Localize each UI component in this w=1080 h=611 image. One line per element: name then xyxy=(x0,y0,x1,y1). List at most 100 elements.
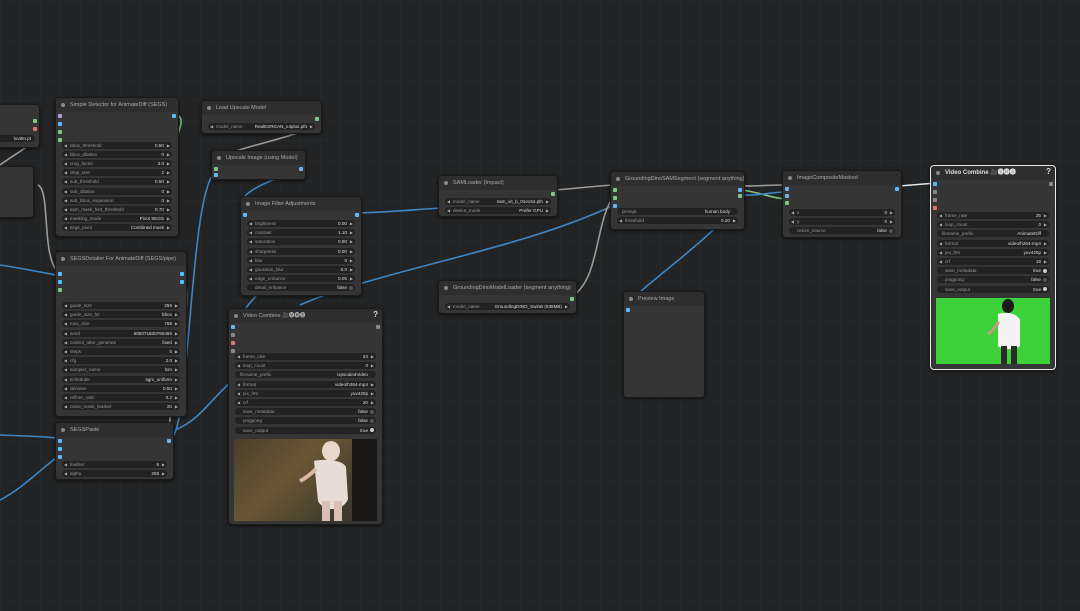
output-slot[interactable] xyxy=(180,272,184,276)
decrement-arrow-icon[interactable]: ◀ xyxy=(447,304,451,309)
output-slot[interactable] xyxy=(355,213,359,217)
decrement-arrow-icon[interactable]: ◀ xyxy=(249,230,253,236)
output-slot[interactable] xyxy=(167,439,171,443)
input-slot[interactable] xyxy=(58,130,62,134)
decrement-arrow-icon[interactable]: ◀ xyxy=(210,124,214,129)
decrement-arrow-icon[interactable]: ◀ xyxy=(64,376,68,382)
input-slot[interactable] xyxy=(231,341,235,345)
input-slot[interactable] xyxy=(613,188,617,192)
output-slot[interactable] xyxy=(1049,182,1053,186)
decrement-arrow-icon[interactable]: ◀ xyxy=(447,208,451,213)
input-slot[interactable] xyxy=(785,201,789,205)
increment-arrow-icon[interactable]: ▶ xyxy=(166,170,170,176)
grounding-dino-sam-segment-node[interactable]: GroundingDinoSAMSegment (segment anythin… xyxy=(610,171,745,230)
input-slot[interactable] xyxy=(58,122,62,126)
input-slot[interactable] xyxy=(785,187,789,191)
decrement-arrow-icon[interactable]: ◀ xyxy=(64,206,68,212)
increment-arrow-icon[interactable]: ▶ xyxy=(309,124,313,129)
decrement-arrow-icon[interactable]: ◀ xyxy=(249,221,253,226)
simple-detector-node[interactable]: Simple Detector for AnimateDiff (SEGS) b… xyxy=(55,97,179,237)
decrement-arrow-icon[interactable]: ◀ xyxy=(447,199,451,204)
toggle-knob-icon[interactable] xyxy=(370,409,374,414)
help-icon[interactable]: ? xyxy=(373,310,378,319)
decrement-arrow-icon[interactable]: ◀ xyxy=(64,170,68,176)
decrement-arrow-icon[interactable]: ◀ xyxy=(64,462,68,467)
decrement-arrow-icon[interactable]: ◀ xyxy=(64,395,68,400)
help-icon[interactable]: ? xyxy=(1046,167,1051,176)
toggle-knob-icon[interactable] xyxy=(1043,287,1047,292)
decrement-arrow-icon[interactable]: ◀ xyxy=(64,152,68,158)
increment-arrow-icon[interactable]: ▶ xyxy=(174,385,178,391)
input-slot[interactable] xyxy=(58,455,62,459)
increment-arrow-icon[interactable]: ▶ xyxy=(174,376,178,382)
increment-arrow-icon[interactable]: ▶ xyxy=(1043,249,1047,255)
increment-arrow-icon[interactable]: ▶ xyxy=(166,179,170,185)
output-slot[interactable] xyxy=(172,114,176,118)
increment-arrow-icon[interactable]: ▶ xyxy=(161,471,165,476)
decrement-arrow-icon[interactable]: ◀ xyxy=(64,339,68,345)
decrement-arrow-icon[interactable]: ◀ xyxy=(939,222,943,228)
decrement-arrow-icon[interactable]: ◀ xyxy=(939,259,943,264)
increment-arrow-icon[interactable]: ▶ xyxy=(889,219,893,224)
increment-arrow-icon[interactable]: ▶ xyxy=(1043,240,1047,246)
input-slot[interactable] xyxy=(613,204,617,208)
decrement-arrow-icon[interactable]: ◀ xyxy=(64,224,68,230)
decrement-arrow-icon[interactable]: ◀ xyxy=(64,330,68,336)
increment-arrow-icon[interactable]: ▶ xyxy=(166,143,170,148)
input-slot[interactable] xyxy=(58,114,62,118)
output-slot[interactable] xyxy=(570,297,574,301)
increment-arrow-icon[interactable]: ▶ xyxy=(166,152,170,158)
increment-arrow-icon[interactable]: ▶ xyxy=(349,239,353,245)
toggle-knob-icon[interactable] xyxy=(1043,277,1047,282)
increment-arrow-icon[interactable]: ▶ xyxy=(174,330,178,336)
increment-arrow-icon[interactable]: ▶ xyxy=(1043,213,1047,218)
decrement-arrow-icon[interactable]: ◀ xyxy=(64,404,68,410)
preview-image-node[interactable]: Preview Image xyxy=(623,291,705,398)
input-slot[interactable] xyxy=(58,138,62,142)
output-slot[interactable] xyxy=(551,192,555,196)
decrement-arrow-icon[interactable]: ◀ xyxy=(64,161,68,167)
increment-arrow-icon[interactable]: ▶ xyxy=(349,230,353,236)
increment-arrow-icon[interactable]: ▶ xyxy=(545,208,549,213)
increment-arrow-icon[interactable]: ▶ xyxy=(166,206,170,212)
input-slot[interactable] xyxy=(231,325,235,329)
input-slot[interactable] xyxy=(58,272,62,276)
increment-arrow-icon[interactable]: ▶ xyxy=(161,462,165,467)
input-slot[interactable] xyxy=(933,206,937,210)
input-slot[interactable] xyxy=(613,196,617,200)
